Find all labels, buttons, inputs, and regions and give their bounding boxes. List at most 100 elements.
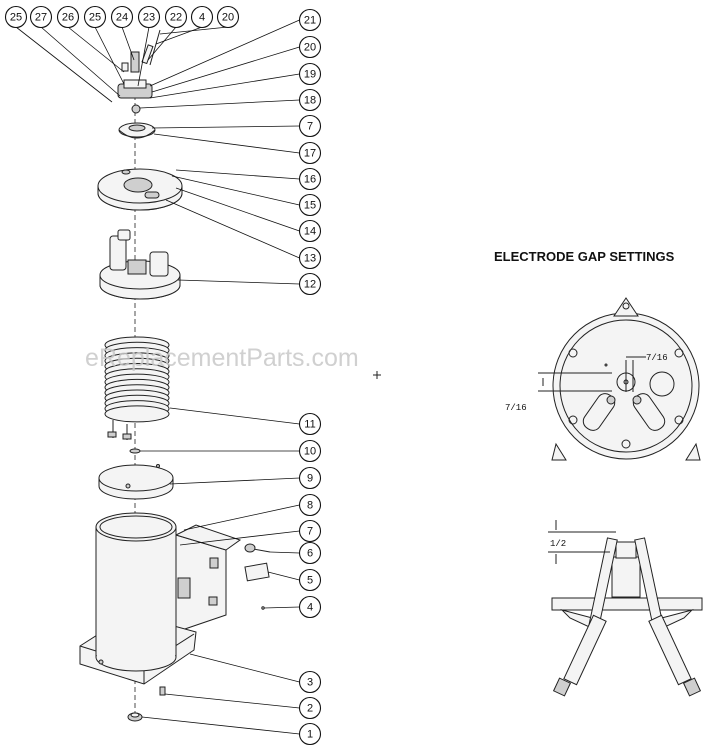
callout-top-25: 25: [83, 5, 107, 29]
svg-text:17: 17: [304, 148, 316, 160]
callout-top-24: 24: [110, 5, 134, 29]
electrode-head: [99, 229, 181, 300]
callout-right-8: 8: [298, 493, 322, 517]
coil-ring: [104, 405, 170, 423]
callout-right-19: 19: [298, 62, 322, 86]
electrode-top-view: [538, 297, 701, 461]
callout-right-12: 12: [298, 272, 322, 296]
leader-line: [153, 133, 300, 154]
svg-text:9: 9: [307, 473, 313, 485]
svg-text:25: 25: [10, 12, 22, 24]
svg-text:16: 16: [304, 174, 316, 186]
svg-text:27: 27: [35, 12, 47, 24]
leader-line: [151, 125, 300, 129]
drain-fitting: [159, 686, 166, 696]
leader-line: [155, 26, 203, 45]
callout-right-7: 7: [298, 519, 322, 543]
leader-line: [175, 187, 300, 232]
heating-coil: [104, 336, 170, 440]
dimension-vertical-gap: 7/16: [505, 403, 527, 413]
svg-text:20: 20: [304, 42, 316, 54]
svg-text:4: 4: [199, 12, 205, 24]
svg-text:26: 26: [62, 12, 74, 24]
callout-top-20: 20: [216, 5, 240, 29]
leader-line: [165, 199, 300, 259]
callout-right-14: 14: [298, 219, 322, 243]
leader-line: [151, 46, 300, 93]
callout-top-25: 25: [4, 5, 28, 29]
electrode-side-view: [548, 520, 703, 697]
callout-right-13: 13: [298, 246, 322, 270]
svg-text:12: 12: [304, 279, 316, 291]
svg-text:4: 4: [307, 602, 313, 614]
leader-line: [263, 606, 300, 609]
gasket: [129, 448, 141, 454]
callout-right-18: 18: [298, 88, 322, 112]
svg-text:8: 8: [307, 500, 313, 512]
leader-line: [267, 571, 300, 581]
callout-top-22: 22: [164, 5, 188, 29]
leader-line: [40, 26, 121, 97]
leader-line: [177, 279, 300, 285]
svg-text:21: 21: [304, 15, 316, 27]
leader-line: [189, 653, 300, 683]
callout-right-21: 21: [298, 8, 322, 32]
leader-line: [169, 407, 300, 425]
callout-right-20: 20: [298, 35, 322, 59]
dimension-horizontal-gap: 7/16: [646, 353, 668, 363]
crosshair-mark: [373, 371, 381, 379]
svg-text:10: 10: [304, 446, 316, 458]
callout-right-4: 4: [298, 595, 322, 619]
callout-right-9: 9: [298, 466, 322, 490]
base-plate: [98, 464, 174, 500]
leader-line: [141, 716, 300, 735]
leader-lines: [15, 19, 300, 735]
leader-line: [179, 530, 300, 546]
svg-text:7: 7: [307, 121, 313, 133]
thermostat-parts: [244, 543, 271, 610]
drain-nut: [127, 712, 143, 722]
callout-right-6: 6: [298, 541, 322, 565]
callout-right-2: 2: [298, 696, 322, 720]
leader-line: [175, 169, 300, 180]
leader-line: [149, 19, 300, 87]
svg-text:3: 3: [307, 677, 313, 689]
watermark: eReplacementParts.com: [85, 344, 359, 372]
svg-text:5: 5: [307, 575, 313, 587]
svg-text:22: 22: [170, 12, 182, 24]
leader-line: [159, 26, 229, 35]
callout-top-23: 23: [137, 5, 161, 29]
leader-line: [67, 26, 125, 73]
callout-right-15: 15: [298, 193, 322, 217]
svg-text:20: 20: [222, 12, 234, 24]
leader-line: [169, 477, 300, 485]
svg-text:14: 14: [304, 226, 316, 238]
callout-right-5: 5: [298, 568, 322, 592]
svg-text:2: 2: [307, 703, 313, 715]
cover-plate: [97, 168, 183, 211]
leader-line: [269, 551, 300, 554]
svg-text:25: 25: [89, 12, 101, 24]
svg-text:15: 15: [304, 200, 316, 212]
callout-right-11: 11: [298, 412, 322, 436]
callout-top-4: 4: [190, 5, 214, 29]
leader-line: [147, 26, 177, 61]
callout-right-17: 17: [298, 141, 322, 165]
leader-line: [183, 504, 300, 531]
svg-text:11: 11: [304, 419, 315, 431]
mounting-bracket: [174, 524, 242, 633]
svg-text:7: 7: [307, 526, 313, 538]
electrode-cup: [118, 122, 156, 139]
callout-right-10: 10: [298, 439, 322, 463]
leader-line: [94, 26, 125, 85]
svg-text:1: 1: [307, 729, 313, 741]
leader-line: [137, 26, 150, 87]
svg-text:24: 24: [116, 12, 128, 24]
leader-line: [164, 693, 300, 709]
callout-right-1: 1: [298, 722, 322, 746]
svg-text:19: 19: [304, 69, 316, 81]
svg-text:18: 18: [304, 95, 316, 107]
callout-right-7: 7: [298, 114, 322, 138]
